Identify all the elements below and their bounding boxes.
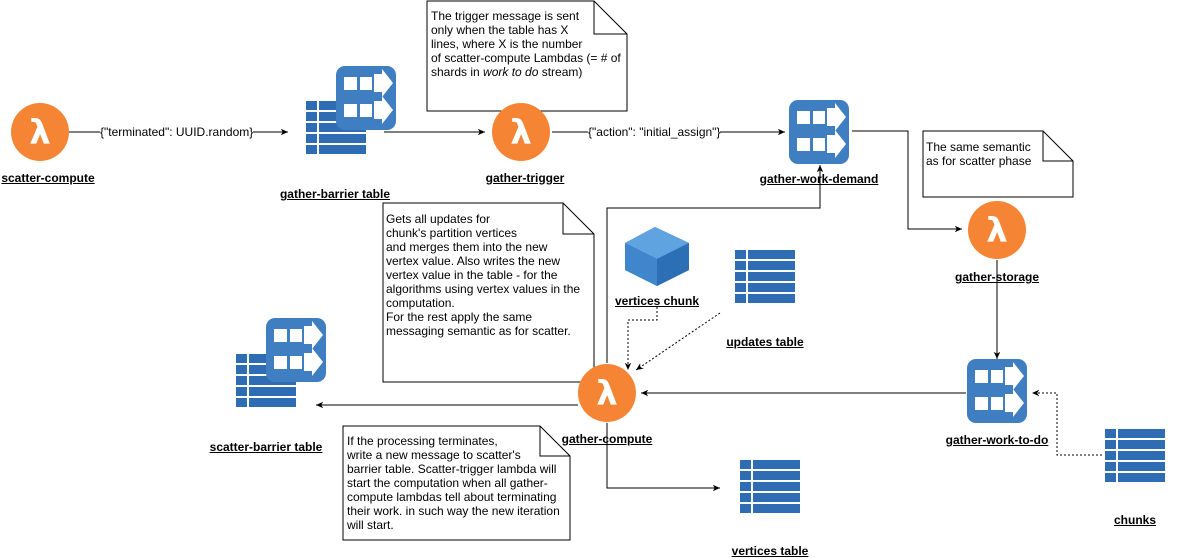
edge-compute-to-vertices-table xyxy=(606,423,720,492)
note-semantic: The same semantic as for scatter phase xyxy=(926,140,1032,168)
vertices-chunk-cube-icon xyxy=(625,227,689,286)
gather-trigger-lambda-icon xyxy=(492,103,550,161)
updates-table-icon xyxy=(735,250,795,303)
gather-compute-label: gather-compute xyxy=(561,432,653,446)
edge-label-action: {"action": "initial_assign"} xyxy=(588,125,721,139)
gather-storage-lambda-icon xyxy=(968,201,1026,259)
note-gather-shape xyxy=(382,202,595,383)
edge-demand-to-storage xyxy=(852,130,962,233)
note-terminate-shape xyxy=(342,425,571,541)
gather-compute-lambda-icon xyxy=(578,364,636,422)
vertices-chunk-label: vertices chunk xyxy=(614,294,700,308)
note-gather: Gets all updates for chunk's partition v… xyxy=(386,212,581,338)
gather-work-demand-stream-icon xyxy=(789,100,849,164)
vertices-table-icon xyxy=(740,460,800,513)
gather-work-to-do-label: gather-work-to-do xyxy=(945,433,1049,447)
vertices-table-label: vertices table xyxy=(731,544,809,558)
scatter-barrier-table-label: scatter-barrier table xyxy=(209,440,323,454)
gather-work-to-do-stream-icon xyxy=(967,359,1027,423)
gather-trigger-label: gather-trigger xyxy=(485,171,565,185)
scatter-compute-label: scatter-compute xyxy=(1,171,95,185)
chunks-label: chunks xyxy=(1113,513,1157,527)
edge-updates-read xyxy=(635,312,721,371)
edge-vertices-chunk-read xyxy=(624,307,658,370)
note-terminate: If the processing terminates, write a ne… xyxy=(347,434,560,532)
note-trigger: The trigger message is sent only when th… xyxy=(431,9,621,79)
gather-storage-label: gather-storage xyxy=(954,270,1040,284)
note-semantic-shape xyxy=(922,130,1074,198)
updates-table-label: updates table xyxy=(726,335,804,349)
scatter-compute-lambda-icon xyxy=(11,103,69,161)
gather-barrier-stream-icon xyxy=(336,66,396,130)
chunks-table-icon xyxy=(1105,429,1165,482)
edge-label-terminated: {"terminated": UUID.random} xyxy=(100,125,254,139)
gather-work-demand-label: gather-work-demand xyxy=(759,172,879,186)
scatter-barrier-stream-icon xyxy=(266,318,326,382)
edge-chunks-read xyxy=(1032,389,1102,456)
note-trigger-shape xyxy=(426,0,628,112)
edge-compute-to-demand xyxy=(606,165,824,363)
gather-barrier-table-label: gather-barrier table xyxy=(279,187,391,201)
